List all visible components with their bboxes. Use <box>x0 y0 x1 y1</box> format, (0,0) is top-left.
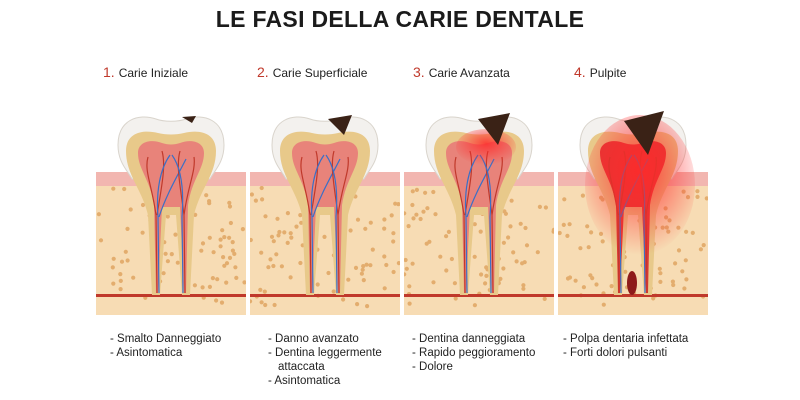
note-item: Asintomatica <box>110 346 270 360</box>
inflammation-glow <box>585 115 695 255</box>
stage-number: 3. <box>413 64 425 80</box>
pulp <box>292 141 358 293</box>
note-item: Asintomatica <box>268 374 398 388</box>
stage-2-header: 2.Carie Superficiale <box>257 64 407 84</box>
blood-vessel <box>404 294 554 297</box>
tooth-illustration-stage-2 <box>250 105 400 320</box>
abscess <box>627 271 637 295</box>
stage-name: Pulpite <box>589 66 627 80</box>
stage-number: 4. <box>574 64 586 80</box>
note-item: Dentina danneggiata <box>412 332 572 346</box>
pulp <box>138 141 204 293</box>
stage-4-header: 4.Pulpite <box>574 64 724 84</box>
nerve-vessels <box>146 150 195 294</box>
stage-4-notes: Polpa dentaria infettata Forti dolori pu… <box>563 332 723 360</box>
pulp <box>446 141 512 293</box>
cavity <box>182 116 196 123</box>
note-item: Forti dolori pulsanti <box>563 346 723 360</box>
inflammation-glow <box>456 129 516 165</box>
tooth-illustration-stage-4 <box>558 105 708 320</box>
stage-number: 2. <box>257 64 269 80</box>
note-item: Dentina leggermente attaccata <box>268 346 398 374</box>
bone-texture <box>250 185 400 309</box>
stage-name: Carie Avanzata <box>428 66 510 80</box>
stage-name: Carie Superficiale <box>272 66 368 80</box>
note-item: Rapido peggioramento <box>412 346 572 360</box>
page-title: LE FASI DELLA CARIE DENTALE <box>215 6 585 32</box>
bone-texture <box>96 186 246 305</box>
blood-vessel <box>250 294 400 297</box>
blood-vessel <box>558 294 708 297</box>
note-item: Polpa dentaria infettata <box>563 332 723 346</box>
cavity <box>478 113 510 145</box>
cavity <box>328 115 352 135</box>
stage-3-header: 3.Carie Avanzata <box>413 64 563 84</box>
stage-1-notes: Smalto Danneggiato Asintomatica <box>110 332 270 360</box>
tooth-illustration-stage-3 <box>404 105 554 320</box>
stage-1-header: 1.Carie Iniziale <box>103 64 253 84</box>
blood-vessel <box>96 294 246 297</box>
note-item: Dolore <box>412 360 572 374</box>
stage-2-notes: Danno avanzato Dentina leggermente attac… <box>268 332 398 388</box>
stage-number: 1. <box>103 64 115 80</box>
note-item: Danno avanzato <box>268 332 398 346</box>
nerve-vessels <box>300 150 349 294</box>
stage-3-notes: Dentina danneggiata Rapido peggioramento… <box>412 332 572 374</box>
tooth-illustration-stage-1 <box>96 105 246 320</box>
cavity <box>624 111 664 155</box>
note-item: Smalto Danneggiato <box>110 332 270 346</box>
stage-name: Carie Iniziale <box>118 66 189 80</box>
